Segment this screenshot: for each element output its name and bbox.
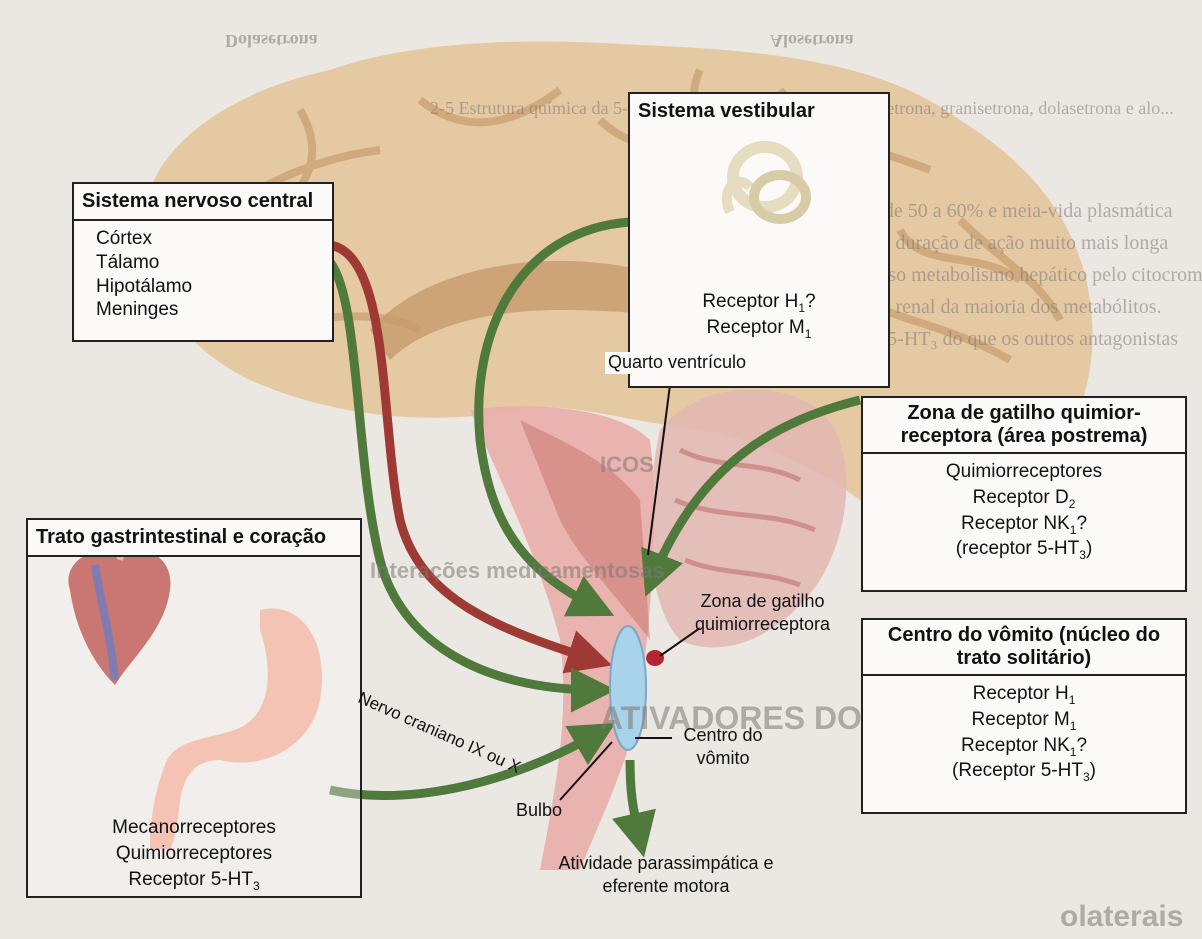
medulla-label: Bulbo bbox=[516, 800, 562, 822]
gi-item: Receptor 5-HT3 bbox=[38, 868, 350, 894]
vomit-item: Receptor NK1? bbox=[873, 734, 1175, 760]
ctz-item: (receptor 5-HT3) bbox=[873, 537, 1175, 563]
cns-item: Meninges bbox=[96, 298, 322, 322]
running-head-left: Dolasetrona bbox=[225, 30, 318, 51]
vomit-title: Centro do vômito (núcleo do trato solitá… bbox=[863, 620, 1185, 676]
vestibular-title: Sistema vestibular bbox=[630, 94, 888, 129]
vomit-item: (Receptor 5-HT3) bbox=[873, 759, 1175, 785]
ctz-title: Zona de gatilho quimior-receptora (área … bbox=[863, 398, 1185, 454]
gi-box: Trato gastrintestinal e coração Mecanorr… bbox=[26, 518, 362, 898]
gi-title: Trato gastrintestinal e coração bbox=[28, 520, 360, 557]
cns-list: Córtex Tálamo Hipotálamo Meninges bbox=[74, 221, 332, 328]
ctz-item: Receptor D2 bbox=[873, 486, 1175, 512]
gi-list: Mecanorreceptores Quimiorreceptores Rece… bbox=[28, 810, 360, 899]
vestibular-list: Receptor H1? Receptor M1 bbox=[630, 284, 888, 348]
gi-item: Mecanorreceptores bbox=[38, 816, 350, 842]
inner-ear-icon bbox=[710, 132, 840, 242]
vomit-item: Receptor M1 bbox=[873, 708, 1175, 734]
cns-box: Sistema nervoso central Córtex Tálamo Hi… bbox=[72, 182, 334, 342]
heading-bottom: olaterais bbox=[1060, 900, 1183, 934]
fourth-ventricle-label: Quarto ventrículo bbox=[605, 352, 749, 374]
running-head-right: Alosetrona bbox=[770, 30, 854, 51]
ctz-item: Quimiorreceptores bbox=[873, 460, 1175, 486]
vomit-box: Centro do vômito (núcleo do trato solitá… bbox=[861, 618, 1187, 814]
vestibular-item: Receptor M1 bbox=[640, 316, 878, 342]
cns-item: Tálamo bbox=[96, 251, 322, 275]
output-label: Atividade parassimpática e eferente moto… bbox=[556, 852, 776, 899]
vomit-item: Receptor H1 bbox=[873, 682, 1175, 708]
ctz-box: Zona de gatilho quimior-receptora (área … bbox=[861, 396, 1187, 592]
gi-item: Quimiorreceptores bbox=[38, 842, 350, 868]
vestibular-box: Sistema vestibular Receptor H1? Receptor… bbox=[628, 92, 890, 388]
cns-item: Hipotálamo bbox=[96, 275, 322, 299]
vomit-list: Receptor H1 Receptor M1 Receptor NK1? (R… bbox=[863, 676, 1185, 791]
ctz-item: Receptor NK1? bbox=[873, 512, 1175, 538]
ctz-dot bbox=[646, 650, 664, 666]
ctz-list: Quimiorreceptores Receptor D2 Receptor N… bbox=[863, 454, 1185, 569]
heading-interactions: Interações medicamentosas bbox=[370, 558, 665, 584]
cns-item: Córtex bbox=[96, 227, 322, 251]
cns-title: Sistema nervoso central bbox=[74, 184, 332, 221]
ctz-label: Zona de gatilho quimiorreceptora bbox=[680, 590, 845, 637]
vestibular-item: Receptor H1? bbox=[640, 290, 878, 316]
vomit-center-label: Centro do vômito bbox=[678, 724, 768, 771]
heading-effects: ICOS bbox=[600, 452, 654, 478]
